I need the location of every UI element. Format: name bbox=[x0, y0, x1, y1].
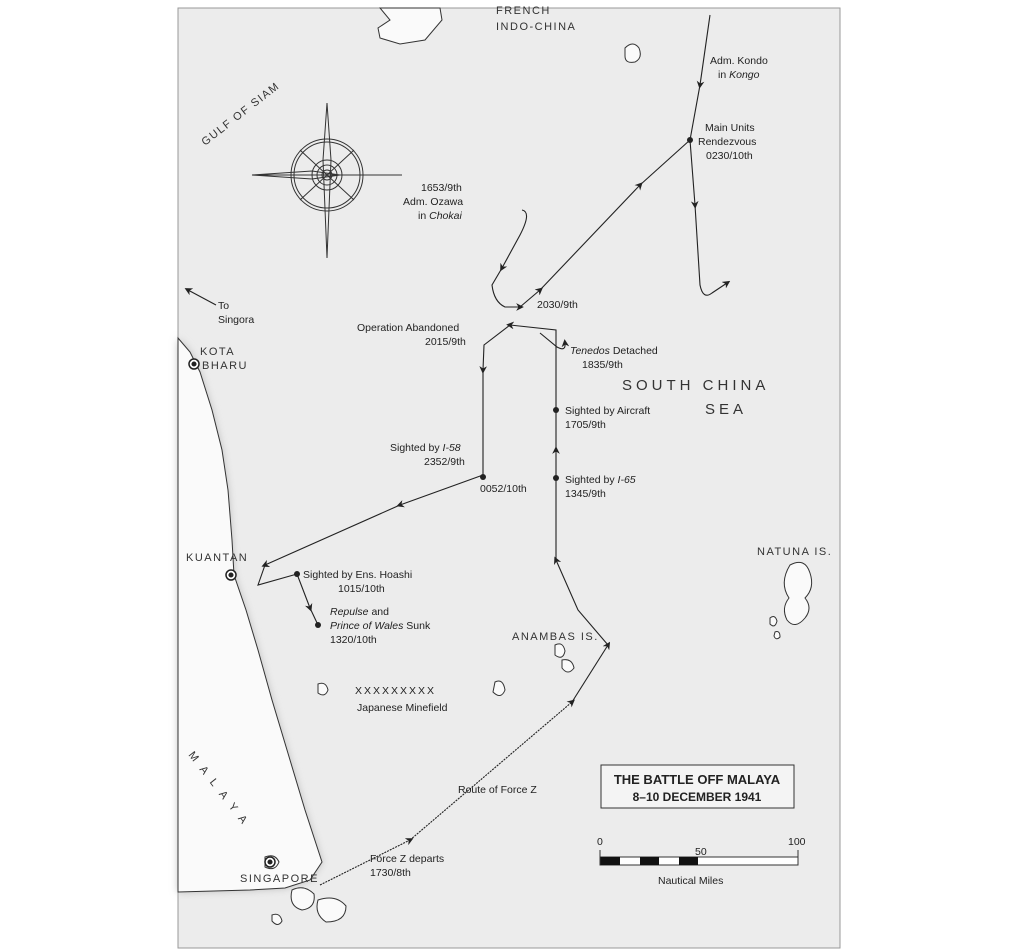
label-singapore: SINGAPORE bbox=[240, 873, 319, 885]
ozawa-label: Adm. Ozawa bbox=[403, 196, 463, 208]
sunk-1: Repulse and bbox=[330, 606, 389, 618]
abandoned-1: Operation Abandoned bbox=[357, 322, 459, 334]
aircraft-2: 1705/9th bbox=[565, 419, 606, 431]
title-box: THE BATTLE OFF MALAYA 8–10 DECEMBER 1941 bbox=[600, 764, 795, 809]
tenedos-2: 1835/9th bbox=[582, 359, 623, 371]
indochina-landmass bbox=[377, 7, 443, 45]
scale-0: 0 bbox=[597, 836, 603, 848]
sunk-sunk: Sunk bbox=[403, 620, 431, 632]
route-label: Route of Force Z bbox=[458, 784, 537, 796]
scale-100: 100 bbox=[788, 836, 806, 848]
label-sea: SEA bbox=[705, 401, 747, 418]
kondo-route bbox=[687, 14, 731, 296]
abandoned-2: 2015/9th bbox=[425, 336, 466, 348]
label-kota: KOTA bbox=[200, 346, 235, 358]
minefield-marks: XXXXXXXXX bbox=[355, 685, 436, 697]
depart-1: Force Z departs bbox=[370, 853, 444, 865]
kondo-label: Adm. Kondo bbox=[710, 55, 768, 67]
rendezvous-2: Rendezvous bbox=[698, 136, 756, 148]
ozawa-route bbox=[491, 139, 691, 311]
i58-sub: I-58 bbox=[443, 442, 461, 454]
i65-2: 1345/9th bbox=[565, 488, 606, 500]
force-z-route bbox=[184, 288, 611, 886]
label-natuna: NATUNA IS. bbox=[757, 546, 832, 558]
map-title: THE BATTLE OFF MALAYA bbox=[614, 772, 781, 787]
hoashi-1: Sighted by Ens. Hoashi bbox=[303, 569, 412, 581]
kondo-ship: Kongo bbox=[729, 69, 760, 81]
event-labels: Adm. Kondo in Kongo Main Units Rendezvou… bbox=[303, 55, 768, 879]
label-minefield: Japanese Minefield bbox=[357, 702, 448, 714]
sunk-and: and bbox=[369, 606, 390, 618]
scale-bar: 0 50 100 Nautical Miles bbox=[597, 836, 806, 887]
sunk-repulse: Repulse bbox=[330, 606, 369, 618]
i58-text: Sighted by bbox=[390, 442, 443, 454]
label-anambas: ANAMBAS IS. bbox=[512, 631, 599, 643]
label-south-china: SOUTH CHINA bbox=[622, 377, 769, 394]
sunk-pow: Prince of Wales bbox=[330, 620, 404, 632]
label-singora: Singora bbox=[218, 314, 254, 326]
hoashi-2: 1015/10th bbox=[338, 583, 385, 595]
kondo-label-2: in Kongo bbox=[718, 69, 760, 81]
rendezvous-1: Main Units bbox=[705, 122, 755, 134]
tenedos-1: Tenedos Detached bbox=[570, 345, 658, 357]
scale-unit: Nautical Miles bbox=[658, 875, 723, 887]
label-0052: 0052/10th bbox=[480, 483, 527, 495]
i65-sub: I-65 bbox=[618, 474, 636, 486]
islands bbox=[264, 43, 813, 925]
sunk-2: Prince of Wales Sunk bbox=[330, 620, 431, 632]
ozawa-in: in bbox=[418, 210, 426, 222]
scale-50: 50 bbox=[695, 846, 707, 858]
i58-2: 2352/9th bbox=[424, 456, 465, 468]
ozawa-time: 1653/9th bbox=[421, 182, 462, 194]
tenedos-ship: Tenedos bbox=[570, 345, 611, 357]
i58-1: Sighted by I-58 bbox=[390, 442, 461, 454]
label-french: FRENCH bbox=[496, 5, 551, 17]
label-to: To bbox=[218, 300, 229, 312]
i65-1: Sighted by I-65 bbox=[565, 474, 636, 486]
map-subtitle: 8–10 DECEMBER 1941 bbox=[633, 790, 762, 804]
sunk-3: 1320/10th bbox=[330, 634, 377, 646]
ozawa-label-2: in Chokai bbox=[418, 210, 462, 222]
label-bharu: BHARU bbox=[202, 360, 248, 372]
ozawa-ship: Chokai bbox=[429, 210, 462, 222]
kondo-in: in bbox=[718, 69, 726, 81]
rendezvous-3: 0230/10th bbox=[706, 150, 753, 162]
tenedos-detached: Detached bbox=[610, 345, 658, 357]
malaya-landmass bbox=[177, 336, 323, 893]
label-kuantan: KUANTAN bbox=[186, 552, 248, 564]
label-2030: 2030/9th bbox=[537, 299, 578, 311]
town-markers bbox=[188, 358, 276, 868]
i65-text: Sighted by bbox=[565, 474, 618, 486]
depart-2: 1730/8th bbox=[370, 867, 411, 879]
label-indochina: INDO-CHINA bbox=[496, 21, 576, 33]
aircraft-1: Sighted by Aircraft bbox=[565, 405, 650, 417]
compass-rose-icon bbox=[251, 102, 402, 259]
